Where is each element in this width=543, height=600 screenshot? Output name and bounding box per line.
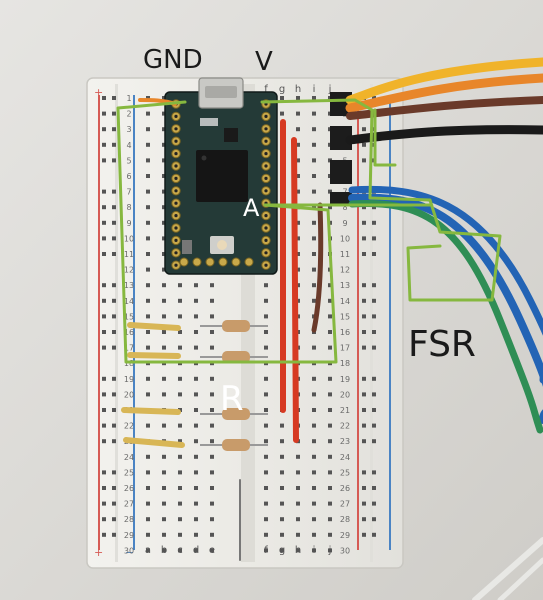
mcu-chip — [196, 150, 248, 202]
row-number: 10 — [340, 234, 350, 243]
column-label: f — [264, 84, 268, 95]
a-label: A — [243, 194, 260, 222]
row-number: 30 — [124, 546, 134, 555]
row-number: 8 — [126, 203, 131, 212]
row-number: 17 — [124, 344, 134, 353]
column-label: j — [328, 545, 332, 556]
row-number: 25 — [340, 468, 350, 477]
column-label: j — [328, 84, 332, 95]
v-label: V — [255, 47, 273, 77]
row-number: 16 — [340, 328, 350, 337]
row-number: 25 — [124, 468, 134, 477]
row-number: 18 — [340, 359, 350, 368]
row-number: 26 — [340, 484, 350, 493]
row-number: 14 — [124, 297, 134, 306]
row-number: 6 — [126, 172, 131, 181]
r-label: R — [220, 379, 244, 419]
row-number: 20 — [124, 390, 134, 399]
row-number: 13 — [340, 281, 350, 290]
resistor — [200, 408, 268, 420]
row-number: 12 — [124, 266, 134, 275]
gnd-label: GND — [143, 45, 203, 75]
row-number: 7 — [126, 188, 131, 197]
column-label: f — [264, 545, 268, 556]
row-number: 12 — [340, 266, 350, 275]
brown-wire — [311, 202, 324, 333]
row-number: 22 — [124, 422, 134, 431]
fsr-label: FSR — [408, 324, 476, 365]
row-number: 28 — [340, 515, 350, 524]
teensy-pins — [171, 99, 271, 270]
row-number: 10 — [124, 234, 134, 243]
row-number: 16 — [124, 328, 134, 337]
resistor — [200, 351, 268, 363]
column-label: h — [295, 84, 301, 95]
row-number: 19 — [124, 375, 134, 384]
row-number: 27 — [340, 500, 350, 509]
row-number: 24 — [340, 453, 350, 462]
row-number: 8 — [342, 203, 347, 212]
row-number: 20 — [340, 390, 350, 399]
row-number: 30 — [340, 546, 350, 555]
rail-plus-label-bottom: + — [94, 546, 103, 559]
row-number: 11 — [340, 250, 350, 259]
column-label: h — [295, 545, 301, 556]
row-number: 29 — [340, 531, 350, 540]
column-label: c — [177, 545, 183, 556]
rail-minus-label-bottom: − — [125, 546, 134, 559]
row-number: 26 — [124, 484, 134, 493]
row-number: 5 — [126, 156, 131, 165]
column-label: i — [313, 84, 316, 95]
row-number: 2 — [126, 110, 131, 119]
resistors — [200, 320, 268, 451]
fsr-loop-line — [260, 98, 502, 302]
tan-jumpers — [121, 322, 185, 448]
column-label: g — [279, 84, 285, 95]
row-number: 29 — [124, 531, 134, 540]
column-label: a — [145, 545, 151, 556]
row-number: 15 — [124, 312, 134, 321]
row-number: 14 — [340, 297, 350, 306]
row-number: 9 — [342, 219, 347, 228]
row-number: 9 — [126, 219, 131, 228]
row-number: 27 — [124, 500, 134, 509]
row-number: 15 — [340, 312, 350, 321]
row-number: 22 — [340, 422, 350, 431]
row-number: 18 — [124, 359, 134, 368]
column-label: g — [279, 545, 285, 556]
row-number: 4 — [126, 141, 131, 150]
teensy-board — [164, 77, 278, 275]
row-number: 13 — [124, 281, 134, 290]
row-number: 3 — [126, 125, 131, 134]
resistor — [200, 320, 268, 332]
row-number: 1 — [126, 94, 131, 103]
column-label: b — [161, 545, 167, 556]
gnd-loop-line — [116, 100, 338, 364]
column-label: d — [193, 545, 199, 556]
row-number: 17 — [340, 344, 350, 353]
row-number: 21 — [340, 406, 350, 415]
annotation-lines — [116, 98, 502, 364]
row-number: 19 — [340, 375, 350, 384]
resistor — [200, 439, 268, 451]
red-wire-2 — [291, 137, 299, 443]
row-number: 24 — [124, 453, 134, 462]
column-label: e — [209, 545, 215, 556]
row-number: 28 — [124, 515, 134, 524]
row-number: 23 — [340, 437, 350, 446]
row-number: 11 — [124, 250, 134, 259]
rail-plus-label: + — [94, 86, 103, 99]
column-label: i — [313, 545, 316, 556]
